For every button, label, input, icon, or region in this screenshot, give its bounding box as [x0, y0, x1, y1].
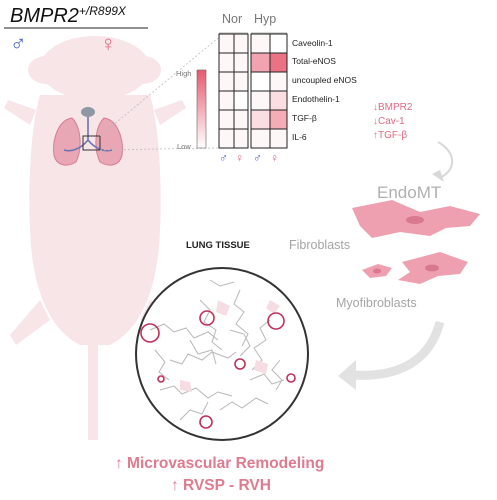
heatmap-cell	[233, 33, 249, 54]
endothelial-cell-icon	[352, 200, 480, 238]
figure-title: BMPR2+/R899X	[10, 4, 126, 28]
heatmap-cell	[250, 109, 271, 130]
heatmap-cell	[218, 128, 235, 149]
column-sex-female-hyp: ♀	[270, 151, 279, 165]
fibroblasts-label: Fibroblasts	[289, 238, 351, 252]
heatmap-cell	[269, 128, 288, 149]
row-label: Caveolin-1	[292, 38, 333, 48]
heatmap-cell	[218, 71, 235, 92]
group-label-nor: Nor	[222, 12, 243, 26]
row-label: TGF-β	[292, 113, 317, 123]
outcome-rvsp-rvh: ↑ RVSP - RVH	[171, 477, 271, 494]
heatmap-cell	[250, 71, 271, 92]
arrow-to-tissue	[351, 320, 445, 380]
myofibroblast-icon	[398, 252, 468, 284]
zoom-connector-top	[99, 37, 219, 137]
myofibroblasts-label: Myofibroblasts	[336, 296, 417, 310]
row-label: uncoupled eNOS	[292, 75, 357, 85]
side-note: ↓BMPR2	[373, 102, 413, 113]
heatmap-cell	[218, 33, 235, 54]
heatmap-cell	[269, 52, 288, 73]
heatmap-cell	[250, 52, 271, 73]
heatmap-cell	[269, 109, 288, 130]
arrow-head	[432, 170, 444, 182]
heatmap-legend-bar	[196, 69, 207, 149]
heatmap-cell	[250, 90, 271, 111]
heatmap-cell	[269, 90, 288, 111]
heatmap-cell	[218, 90, 235, 111]
outcome-remodeling: ↑ Microvascular Remodeling	[115, 455, 325, 472]
gene-name: BMPR2	[10, 5, 79, 27]
male-symbol-icon: ♂	[10, 31, 27, 56]
heatmap-cell	[233, 90, 249, 111]
lung-tissue-circle	[135, 267, 309, 441]
heatmap-cell	[269, 71, 288, 92]
female-symbol-icon: ♀	[100, 31, 117, 56]
heatmap-cell	[233, 128, 249, 149]
arrow-head-2	[338, 360, 356, 390]
side-note: ↑TGF-β	[373, 130, 408, 141]
heatmap-cell	[250, 128, 271, 149]
column-sex-female-nor: ♀	[235, 151, 244, 165]
arrow-to-endomt	[437, 141, 454, 179]
column-sex-male-nor: ♂	[219, 151, 228, 165]
allele-superscript: +/R899X	[78, 4, 126, 18]
row-label: Total-eNOS	[292, 56, 336, 66]
lung-tissue-title: LUNG TISSUE	[186, 240, 250, 251]
group-label-hyp: Hyp	[254, 12, 277, 26]
heatmap-cell	[233, 71, 249, 92]
heatmap-cell	[250, 33, 271, 54]
legend-high-label: High	[176, 69, 192, 78]
side-note: ↓Cav-1	[373, 116, 405, 127]
heatmap-grid	[218, 33, 288, 149]
legend-low-label: Low	[177, 142, 191, 151]
heatmap-cell	[269, 33, 288, 54]
fibroblast-small-icon	[362, 264, 392, 278]
heatmap-cell	[218, 109, 235, 130]
lungs-icon	[53, 107, 123, 166]
column-sex-male-hyp: ♂	[253, 151, 262, 165]
row-label: IL-6	[292, 132, 307, 142]
heatmap-cell	[233, 52, 249, 73]
endomt-label: EndoMT	[377, 183, 442, 202]
row-label: Endothelin-1	[292, 94, 340, 104]
heatmap-cell	[218, 52, 235, 73]
heatmap-cell	[233, 109, 249, 130]
